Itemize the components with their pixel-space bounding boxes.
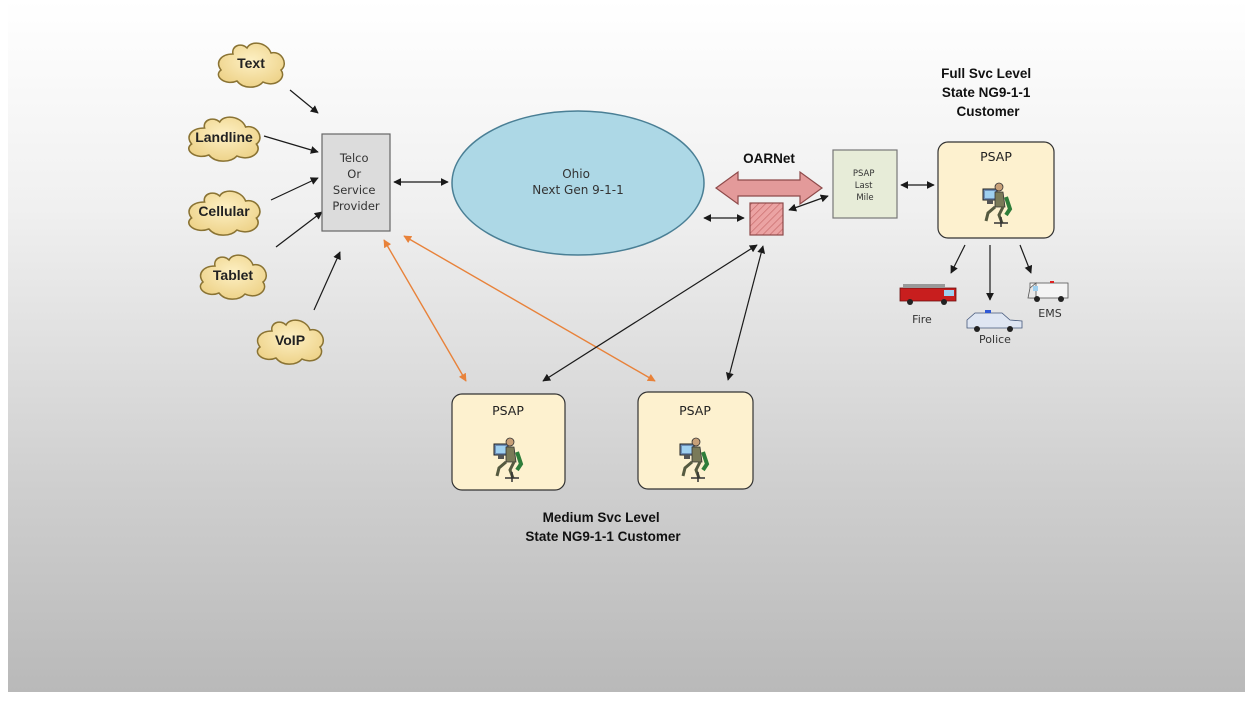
cloud-text: Text: [217, 42, 286, 88]
police-label: Police: [979, 333, 1011, 346]
responder-arrows: [950, 244, 1033, 301]
cloud-text-label: Text: [237, 55, 265, 71]
psap-medium-left-label: PSAP: [492, 403, 524, 418]
fire-truck-icon: [899, 284, 957, 305]
source-arrows: [263, 89, 341, 311]
telco-psap-left-link: [383, 239, 467, 382]
cloud-tablet-label: Tablet: [213, 267, 254, 283]
node-lastmile-arrow: [788, 194, 829, 212]
network-node-box: [749, 202, 784, 236]
full-service-heading: Full Svc Level State NG9-1-1 Customer: [941, 66, 1035, 119]
oarnet-label: OARNet: [743, 151, 795, 166]
ems-label: EMS: [1038, 307, 1061, 320]
telco-provider-box: [321, 133, 391, 232]
ambulance-icon: [1027, 281, 1069, 302]
psap-medium-right-label: PSAP: [679, 403, 711, 418]
telco-psap-right-link: [403, 235, 656, 382]
oarnet-double-arrow: [714, 170, 824, 206]
fire-label: Fire: [912, 313, 932, 326]
psap-full-label: PSAP: [980, 149, 1012, 164]
cloud-landline-label: Landline: [195, 129, 253, 145]
node-psap-left-link: [542, 244, 758, 382]
ohio-label: Ohio Next Gen 9-1-1: [532, 167, 623, 197]
last-mile-label: PSAP Last Mile: [853, 169, 877, 203]
psap-last-mile-box: [832, 149, 898, 219]
cloud-voip-label: VoIP: [275, 332, 305, 348]
node-psap-right-link: [725, 245, 766, 381]
cloud-cellular-label: Cellular: [198, 203, 250, 219]
police-car-icon: [966, 310, 1023, 332]
telco-label: Telco Or Service Provider: [332, 151, 380, 213]
medium-service-heading: Medium Svc Level State NG9-1-1 Customer: [525, 510, 681, 544]
